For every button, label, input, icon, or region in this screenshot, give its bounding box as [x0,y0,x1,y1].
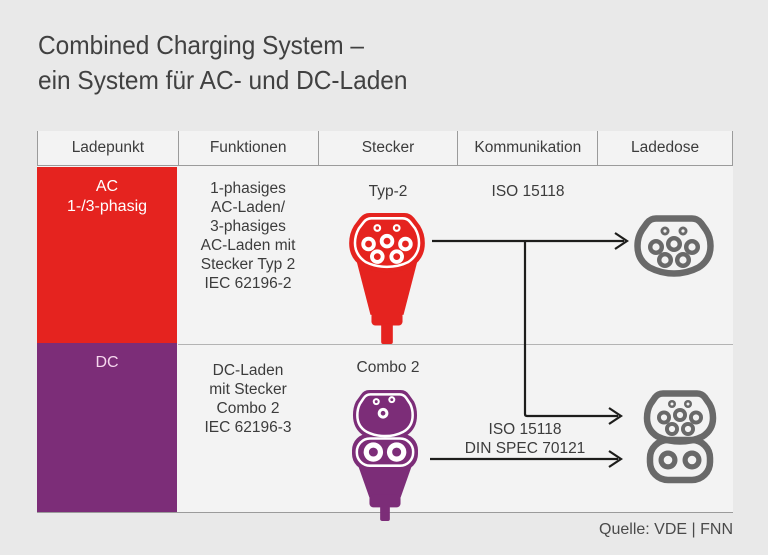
typ2-plug-icon [348,212,426,344]
page-title-line1: Combined Charging System – [38,30,365,60]
typ2-socket-icon [634,215,714,277]
combo2-plug-icon [350,389,420,521]
funktionen-ac-line: IEC 62196-2 [204,275,292,292]
ladepunkt-block-dc: DC [37,343,177,513]
page-title-line2: ein System für AC- und DC-Laden [38,65,408,95]
funktionen-ac-text: 1-phasiges AC-Laden/ 3-phasiges AC-Laden… [178,179,318,293]
stecker-ac-label: Typ-2 [368,183,408,200]
header-stecker: Stecker [317,131,458,165]
header-kommunikation: Kommunikation [457,131,597,165]
arrowhead-dc [608,450,623,468]
arrowhead-branch [608,407,623,425]
source-credit: Quelle: VDE | FNN [599,521,733,538]
ladepunkt-dc-line1: DC [95,354,119,371]
header-ladedose: Ladedose [597,131,732,165]
page-title: Combined Charging System – ein System fü… [38,28,407,98]
kommunikation-ac-label: ISO 15118 [491,183,565,200]
funktionen-dc-line: Combo 2 [216,400,280,417]
funktionen-dc-line: IEC 62196-3 [204,419,292,436]
row-separator [178,344,733,345]
table-header-row: Ladepunkt Funktionen Stecker Kommunikati… [37,131,733,166]
arrowhead-ac [614,232,629,250]
ladepunkt-ac-line1: AC [95,178,119,195]
kommunikation-dc-line2: DIN SPEC 70121 [464,440,586,457]
funktionen-dc-text: DC-Laden mit Stecker Combo 2 IEC 62196-3 [178,361,318,437]
combo2-socket-icon [637,390,723,484]
funktionen-ac-line: 1-phasiges [210,180,286,197]
funktionen-ac-line: AC-Laden mit [200,237,296,254]
kommunikation-dc-label: ISO 15118 DIN SPEC 70121 [455,420,595,458]
header-funktionen: Funktionen [177,131,318,165]
funktionen-ac-line: Stecker Typ 2 [200,256,296,273]
header-ladepunkt: Ladepunkt [37,131,178,165]
funktionen-ac-line: AC-Laden/ [210,199,286,216]
funktionen-dc-line: mit Stecker [209,381,287,398]
ladepunkt-ac-label: AC 1-/3-phasig [37,167,177,217]
arrow-branch-iso [523,241,618,418]
funktionen-dc-line: DC-Laden [212,362,284,379]
ladepunkt-dc-label: DC [37,343,177,373]
ladepunkt-ac-line2: 1-/3-phasig [66,198,148,215]
kommunikation-dc-line1: ISO 15118 [488,421,562,438]
ladepunkt-block-ac: AC 1-/3-phasig [37,167,177,343]
funktionen-ac-line: 3-phasiges [210,218,286,235]
stecker-dc-label: Combo 2 [356,359,420,376]
